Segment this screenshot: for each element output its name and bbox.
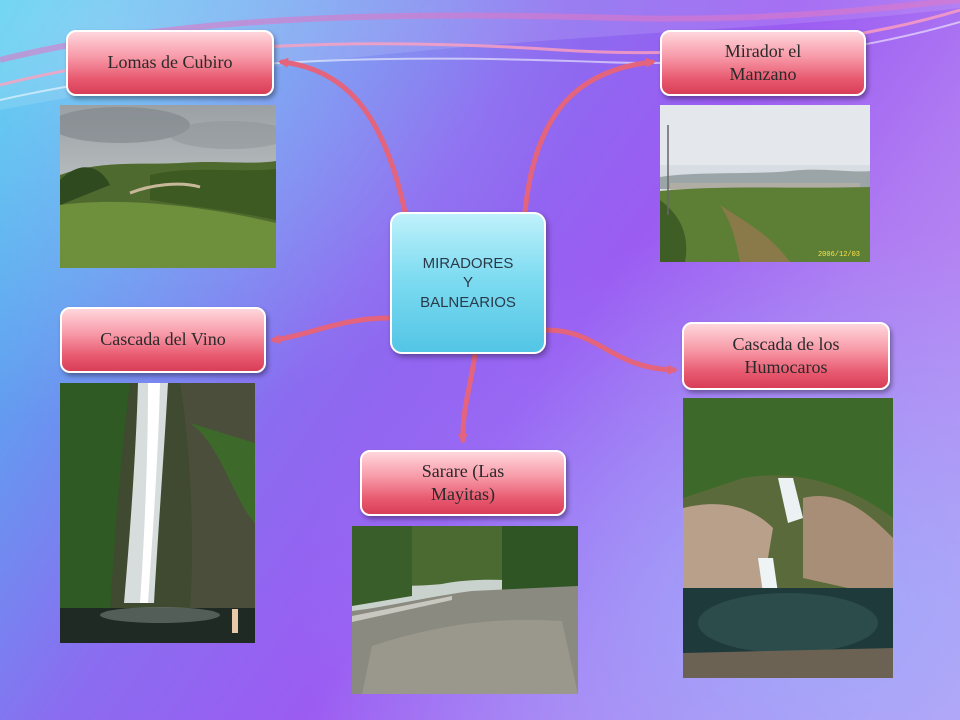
node-cascada-de-los-humocaros[interactable]: Cascada de los Humocaros bbox=[682, 322, 890, 390]
node-mirador-el-manzano[interactable]: Mirador el Manzano bbox=[660, 30, 866, 96]
center-label-line3: BALNEARIOS bbox=[420, 293, 516, 311]
connector-lomas bbox=[278, 57, 408, 215]
node-sarare-las-mayitas[interactable]: Sarare (Las Mayitas) bbox=[360, 450, 566, 516]
node-sarare-label-line1: Sarare (Las bbox=[421, 460, 505, 481]
center-label-line2: Y bbox=[462, 274, 473, 292]
connector-vino bbox=[270, 315, 393, 345]
node-humocaros-label-line1: Cascada de los bbox=[732, 333, 840, 354]
node-lomas-label: Lomas de Cubiro bbox=[107, 52, 233, 73]
photo-cascada-de-los-humocaros bbox=[683, 398, 893, 678]
center-label-line1: MIRADORES bbox=[422, 254, 514, 272]
node-lomas-de-cubiro[interactable]: Lomas de Cubiro bbox=[66, 30, 274, 96]
photo-manzano-timestamp: 2006/12/03 bbox=[818, 251, 860, 259]
node-cascada-del-vino[interactable]: Cascada del Vino bbox=[60, 307, 266, 373]
node-manzano-label-line1: Mirador el bbox=[724, 40, 802, 61]
connector-sarare bbox=[457, 351, 478, 444]
photo-sarare-las-mayitas bbox=[352, 526, 578, 694]
center-node[interactable]: MIRADORES Y BALNEARIOS bbox=[390, 212, 546, 354]
node-manzano-label-line2: Manzano bbox=[729, 64, 797, 84]
connector-manzano bbox=[522, 57, 656, 215]
node-vino-label: Cascada del Vino bbox=[100, 329, 226, 350]
node-humocaros-label-line2: Humocaros bbox=[744, 357, 828, 377]
node-sarare-label-line2: Mayitas) bbox=[431, 484, 495, 504]
photo-cascada-del-vino bbox=[60, 383, 255, 643]
connector-humocaros bbox=[543, 327, 678, 375]
photo-mirador-el-manzano: 2006/12/03 bbox=[660, 105, 870, 262]
photo-lomas-de-cubiro bbox=[60, 105, 276, 268]
